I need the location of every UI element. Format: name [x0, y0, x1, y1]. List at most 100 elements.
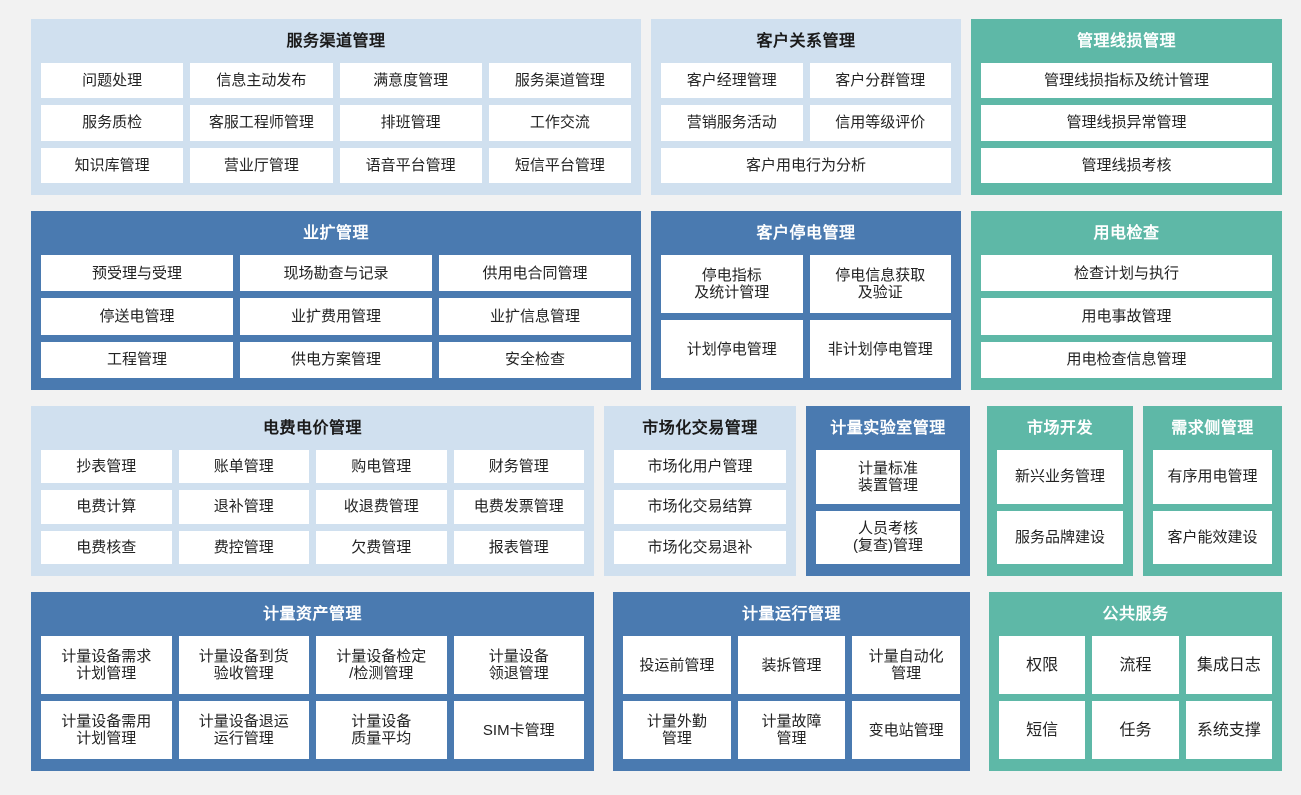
module-tile[interactable]: SIM卡管理: [453, 701, 584, 759]
panel-title-metering-operation: 计量运行管理: [741, 606, 841, 623]
module-tile[interactable]: 市场化用户管理: [614, 450, 786, 484]
module-tile[interactable]: 供用电合同管理: [439, 255, 631, 292]
module-tile[interactable]: 计量自动化 管理: [852, 636, 960, 694]
module-tile[interactable]: 知识库管理: [41, 147, 184, 183]
module-tile[interactable]: 排班管理: [339, 105, 482, 141]
module-tile[interactable]: 系统支撑: [1185, 701, 1272, 759]
panel-items-metering-assets: 计量设备需求 计划管理 计量设备到货 验收管理 计量设备检定 /检测管理 计量设…: [41, 636, 584, 759]
module-tile[interactable]: 安全检查: [439, 341, 631, 378]
module-tile[interactable]: 客户用电行为分析: [661, 147, 951, 183]
module-tile[interactable]: 流程: [1092, 636, 1179, 694]
module-tile[interactable]: 计量设备检定 /检测管理: [316, 636, 447, 694]
module-tile[interactable]: 有序用电管理: [1153, 450, 1272, 504]
module-tile[interactable]: 集成日志: [1185, 636, 1272, 694]
module-tile[interactable]: 信息主动发布: [190, 63, 333, 99]
module-tile[interactable]: 信用等级评价: [809, 105, 951, 141]
panel-title-public-service: 公共服务: [1102, 606, 1169, 623]
panel-title-tariff: 电费电价管理: [262, 420, 362, 437]
panel-items-business-expansion: 预受理与受理 现场勘查与记录 供用电合同管理 停送电管理 业扩费用管理 业扩信息…: [41, 255, 631, 378]
module-tile[interactable]: 用电检查信息管理: [981, 341, 1272, 378]
panel-items-customer-outage: 停电指标 及统计管理 停电信息获取 及验证 计划停电管理 非计划停电管理: [661, 255, 951, 378]
module-tile[interactable]: 计量设备退运 运行管理: [178, 701, 309, 759]
panel-title-customer-outage: 客户停电管理: [756, 225, 856, 242]
module-tile[interactable]: 计量外勤 管理: [623, 701, 731, 759]
panel-items-tariff: 抄表管理 账单管理 购电管理 财务管理 电费计算 退补管理 收退费管理 电费发票…: [41, 450, 584, 564]
module-tile[interactable]: 非计划停电管理: [809, 320, 951, 378]
module-tile[interactable]: 任务: [1092, 701, 1179, 759]
module-tile[interactable]: 营销服务活动: [661, 105, 803, 141]
module-tile[interactable]: 工程管理: [41, 341, 233, 378]
module-tile[interactable]: 业扩费用管理: [240, 298, 432, 335]
panel-row-4: 计量资产管理 计量设备需求 计划管理 计量设备到货 验收管理 计量设备检定 /检…: [31, 592, 1282, 771]
module-tile[interactable]: 计量设备 领退管理: [453, 636, 584, 694]
module-tile[interactable]: 变电站管理: [852, 701, 960, 759]
panel-items-demand-side: 有序用电管理 客户能效建设: [1153, 450, 1272, 564]
module-tile[interactable]: 客服工程师管理: [190, 105, 333, 141]
panel-power-inspection: 用电检查 检查计划与执行 用电事故管理 用电检查信息管理: [971, 211, 1282, 390]
module-tile[interactable]: 用电事故管理: [981, 298, 1272, 335]
module-tile[interactable]: 财务管理: [453, 450, 584, 484]
module-tile[interactable]: 计量设备 质量平均: [316, 701, 447, 759]
module-tile[interactable]: 投运前管理: [623, 636, 731, 694]
module-tile[interactable]: 服务品牌建设: [997, 510, 1123, 564]
module-tile[interactable]: 计量标准 装置管理: [816, 450, 960, 504]
module-tile[interactable]: 管理线损指标及统计管理: [981, 63, 1272, 99]
module-tile[interactable]: 业扩信息管理: [439, 298, 631, 335]
module-tile[interactable]: 现场勘查与记录: [240, 255, 432, 292]
panel-items-line-loss: 管理线损指标及统计管理 管理线损异常管理 管理线损考核: [981, 63, 1272, 183]
panel-metering-lab: 计量实验室管理 计量标准 装置管理 人员考核 (复查)管理: [806, 406, 970, 576]
module-tile[interactable]: 退补管理: [178, 490, 309, 524]
panel-customer-outage: 客户停电管理 停电指标 及统计管理 停电信息获取 及验证 计划停电管理 非计划停…: [651, 211, 961, 390]
module-tile[interactable]: 短信平台管理: [488, 147, 631, 183]
module-tile[interactable]: 抄表管理: [41, 450, 172, 484]
module-tile[interactable]: 人员考核 (复查)管理: [816, 510, 960, 564]
module-tile[interactable]: 计量设备到货 验收管理: [178, 636, 309, 694]
module-tile[interactable]: 服务渠道管理: [488, 63, 631, 99]
module-tile[interactable]: 计量设备需求 计划管理: [41, 636, 172, 694]
module-tile[interactable]: 满意度管理: [339, 63, 482, 99]
panel-row-1: 服务渠道管理 问题处理 信息主动发布 满意度管理 服务渠道管理 服务质检 客服工…: [31, 19, 1282, 195]
module-tile[interactable]: 市场化交易退补: [614, 530, 786, 564]
module-tile[interactable]: 账单管理: [178, 450, 309, 484]
panel-title-metering-lab: 计量实验室管理: [830, 420, 946, 437]
module-tile[interactable]: 权限: [999, 636, 1086, 694]
module-tile[interactable]: 欠费管理: [316, 530, 447, 564]
module-tile[interactable]: 检查计划与执行: [981, 255, 1272, 292]
module-tile[interactable]: 停送电管理: [41, 298, 233, 335]
panel-title-power-inspection: 用电检查: [1093, 225, 1160, 242]
module-tile[interactable]: 语音平台管理: [339, 147, 482, 183]
module-tile[interactable]: 报表管理: [453, 530, 584, 564]
module-tile[interactable]: 计量故障 管理: [737, 701, 846, 759]
module-tile[interactable]: 市场化交易结算: [614, 490, 786, 524]
module-tile[interactable]: 营业厅管理: [190, 147, 333, 183]
module-tile[interactable]: 服务质检: [41, 105, 184, 141]
module-tile[interactable]: 短信: [999, 701, 1086, 759]
module-tile[interactable]: 电费核查: [41, 530, 172, 564]
module-tile[interactable]: 客户能效建设: [1153, 510, 1272, 564]
module-tile[interactable]: 购电管理: [316, 450, 447, 484]
module-tile[interactable]: 预受理与受理: [41, 255, 233, 292]
panel-line-loss: 管理线损管理 管理线损指标及统计管理 管理线损异常管理 管理线损考核: [971, 19, 1282, 195]
panel-items-metering-operation: 投运前管理 装拆管理 计量自动化 管理 计量外勤 管理 计量故障 管理 变电站管…: [623, 636, 960, 759]
panel-row-2: 业扩管理 预受理与受理 现场勘查与记录 供用电合同管理 停送电管理 业扩费用管理…: [31, 211, 1282, 390]
module-tile[interactable]: 供电方案管理: [240, 341, 432, 378]
panel-customer-relations: 客户关系管理 客户经理管理 客户分群管理 营销服务活动 信用等级评价 客户用电行…: [651, 19, 961, 195]
module-tile[interactable]: 管理线损考核: [981, 147, 1272, 183]
panel-title-demand-side: 需求侧管理: [1171, 420, 1254, 437]
module-tile[interactable]: 新兴业务管理: [997, 450, 1123, 504]
module-tile[interactable]: 电费计算: [41, 490, 172, 524]
module-tile[interactable]: 问题处理: [41, 63, 184, 99]
module-tile[interactable]: 客户分群管理: [809, 63, 951, 99]
module-tile[interactable]: 费控管理: [178, 530, 309, 564]
module-tile[interactable]: 停电信息获取 及验证: [809, 255, 951, 313]
module-tile[interactable]: 工作交流: [488, 105, 631, 141]
module-tile[interactable]: 收退费管理: [316, 490, 447, 524]
module-tile[interactable]: 计量设备需用 计划管理: [41, 701, 172, 759]
module-tile[interactable]: 管理线损异常管理: [981, 105, 1272, 141]
module-tile[interactable]: 装拆管理: [737, 636, 846, 694]
module-tile[interactable]: 客户经理管理: [661, 63, 803, 99]
module-tile[interactable]: 计划停电管理: [661, 320, 803, 378]
module-tile[interactable]: 电费发票管理: [453, 490, 584, 524]
module-tile[interactable]: 停电指标 及统计管理: [661, 255, 803, 313]
